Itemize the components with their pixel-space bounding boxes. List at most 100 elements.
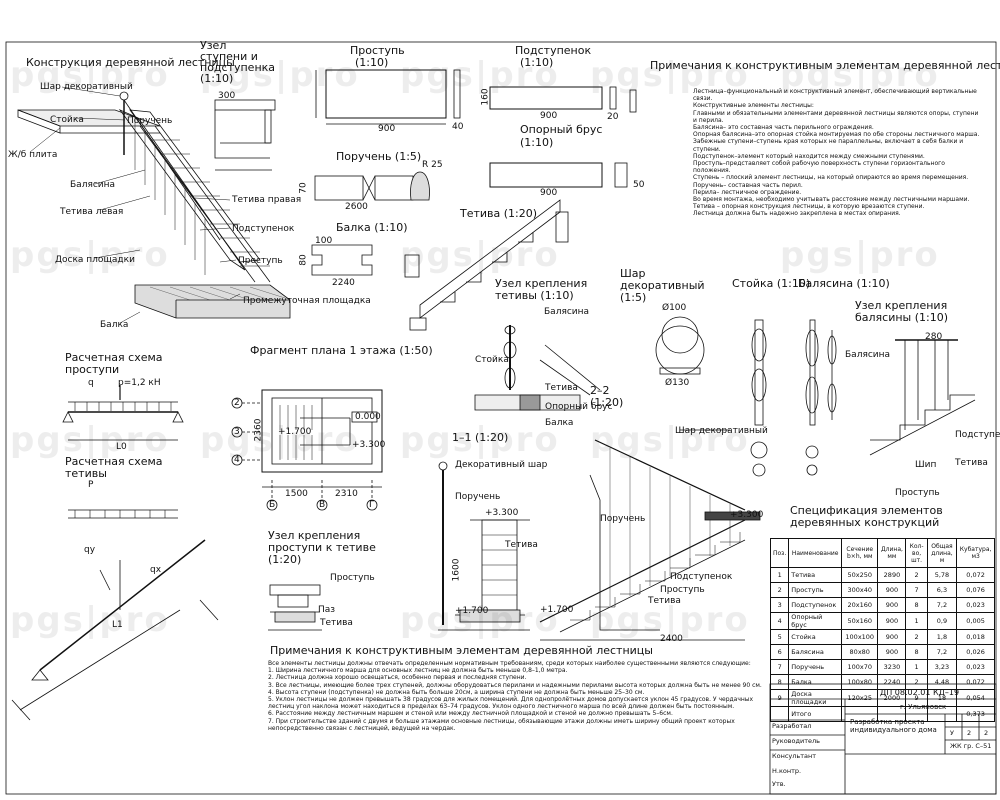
tread-fixing-node [268, 584, 322, 631]
table-cell: 0,023 [956, 597, 995, 613]
label-ball-22: Шар декоративный [675, 426, 768, 436]
title-notes-2: Примечания к конструктивным элементам де… [270, 644, 653, 657]
title-baluster: Балясина (1:10) [798, 277, 890, 290]
table-cell: 0,9 [926, 612, 958, 630]
note-line: Опорная балясина–это опорная стойка монт… [693, 131, 980, 139]
table-cell: 7 [769, 659, 790, 675]
axis-g: Г [369, 500, 375, 510]
table-cell: Стойка [788, 629, 843, 645]
section-1-1 [438, 461, 530, 631]
axis-2: 2 [234, 398, 240, 408]
title-main: Конструкция деревянной лестницы [26, 56, 235, 69]
label-tread: Проступь [238, 256, 283, 266]
stamp-sheet: 2 [967, 729, 972, 737]
level-3300-11: +3.300 [485, 508, 519, 518]
label-groove: Паз [318, 605, 336, 615]
note-line: Лестница должна быть надежно закреплена … [693, 210, 901, 218]
stamp-stage: У [950, 729, 954, 737]
table-cell [905, 706, 928, 722]
dim-50: 50 [633, 180, 645, 190]
table-cell: 1,8 [926, 629, 958, 645]
level-1700: +1.700 [540, 605, 574, 615]
dim-2310: 2310 [335, 489, 358, 499]
title-plan: Фрагмент плана 1 этажа (1:50) [250, 344, 433, 357]
title-riser-scale: (1:10) [520, 56, 554, 69]
table-cell: 7,2 [926, 644, 958, 660]
spec-header: Общая длина, м [926, 538, 958, 568]
axis-4: 4 [234, 455, 240, 465]
stamp-code: ДП 08.02.01 КД–19 [880, 688, 960, 697]
table-cell: 0,026 [956, 644, 995, 660]
decor-ball-drawing [655, 316, 705, 375]
stamp-role: Утв. [772, 780, 786, 788]
spec-header: Длина, мм [877, 538, 907, 568]
label-post: Стойка [50, 115, 84, 125]
label-stringer-right-node: Тетива [955, 458, 988, 468]
title-riser: Подступенок [515, 44, 592, 57]
notes-bottom-block: Все элементы лестницы должны отвечать оп… [268, 660, 763, 732]
table-cell: Подступенок [788, 597, 843, 613]
spec-table: Поз. Наименование Сечение b×h, мм Длина,… [769, 538, 995, 722]
table-cell: 100x70 [841, 659, 879, 675]
table-cell: 100x100 [841, 629, 879, 645]
load-P: P [88, 480, 94, 490]
table-cell: 900 [877, 644, 907, 660]
level-0000: 0.000 [355, 412, 381, 422]
dim-d100: Ø100 [662, 303, 687, 313]
stamp-role: Руководитель [772, 737, 820, 745]
title-handrail: Поручень (1:5) [336, 150, 422, 163]
table-cell: 0,005 [956, 612, 995, 630]
note-line: Забежные ступени–ступень края которых не… [693, 138, 964, 153]
table-cell: 1 [905, 659, 928, 675]
dim-100: 100 [315, 236, 333, 246]
table-cell: 9 [769, 689, 790, 707]
label-baluster-node: Балясина [544, 307, 590, 317]
title-calc-stringer: Расчетная схема тетивы [65, 455, 163, 480]
table-cell: 2 [905, 567, 928, 583]
load-q: q [88, 378, 94, 388]
stamp-role: Н.контр. [772, 767, 802, 775]
post-drawing [750, 319, 768, 477]
label-tread-22: Проступь [660, 585, 705, 595]
table-cell: 900 [877, 612, 907, 630]
calc-stringer-scheme [11, 509, 219, 721]
level-1700-plan: +1.700 [278, 427, 312, 437]
label-riser-22: Подступенок [670, 572, 733, 582]
label-stringer-22: Тетива [648, 596, 681, 606]
table-cell: 8 [905, 597, 928, 613]
dim-2240: 2240 [332, 278, 355, 288]
title-decor-ball: Шар декоративный (1:5) [620, 267, 705, 304]
label-landing-board: Доска площадки [55, 255, 135, 265]
label-landing: Промежуточная площадка [243, 296, 371, 306]
note-line: 3. Все лестницы, имеющие более трех ступ… [268, 681, 762, 689]
level-3300-plan: +3.300 [352, 440, 386, 450]
label-handrail: Поручень [127, 116, 173, 126]
note-line: Подступенок–элемент который находится ме… [693, 152, 925, 160]
dim-900-beam: 900 [540, 188, 558, 198]
label-stringer-section: Тетива [505, 540, 538, 550]
dim-r25: R 25 [422, 160, 443, 170]
label-handrail-section: Поручень [455, 492, 501, 502]
table-cell: 0,018 [956, 629, 995, 645]
label-support-beam-node: Опорный брус [545, 402, 613, 412]
label-stringer-node: Тетива [545, 383, 578, 393]
label-beam: Балка [100, 320, 129, 330]
note-line: Поручень– составная часть перил. [693, 181, 803, 189]
title-stringer: Тетива (1:20) [460, 207, 538, 220]
label-slab: Ж/б плита [8, 150, 58, 160]
table-cell: Балка [788, 674, 843, 690]
dim-280: 280 [925, 332, 943, 342]
title-tread: Проступь [350, 44, 405, 57]
dim-160: 160 [480, 88, 491, 106]
title-post: Стойка (1:10) [732, 277, 811, 290]
notes-block: Лестница–функциональный и конструктивный… [693, 88, 981, 218]
table-cell: 2890 [877, 567, 907, 583]
table-cell: 0,054 [956, 689, 995, 707]
label-decor-ball: Декоративный шар [455, 460, 548, 470]
